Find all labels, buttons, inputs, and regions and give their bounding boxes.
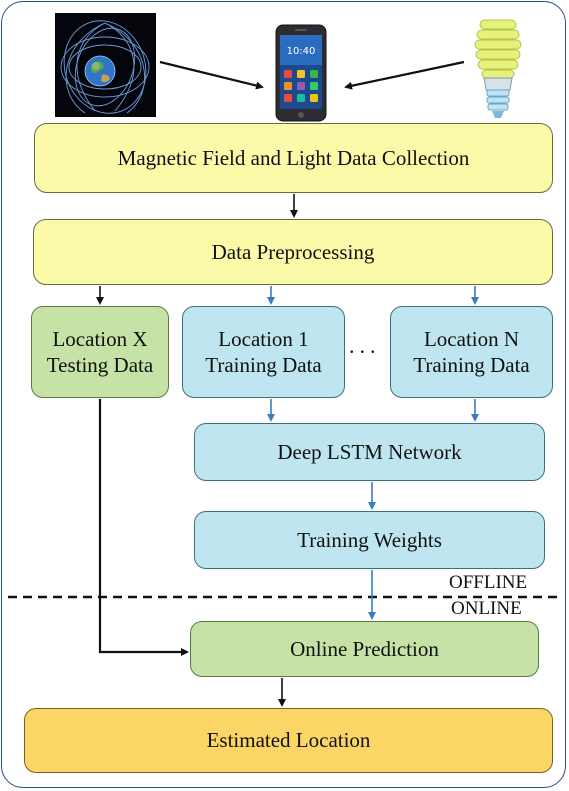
estimated-location-label: Estimated Location — [206, 728, 371, 753]
data-preprocessing-label: Data Preprocessing — [211, 239, 375, 264]
smartphone-icon: 10:40 — [275, 24, 327, 122]
online-prediction-box: Online Prediction — [190, 621, 539, 677]
data-collection-label: Magnetic Field and Light Data Collection — [117, 145, 470, 170]
data-preprocessing-box: Data Preprocessing — [33, 219, 553, 285]
data-collection-box: Magnetic Field and Light Data Collection — [34, 123, 553, 193]
training-data-n-box: Location N Training Data — [390, 306, 553, 398]
training-weights-box: Training Weights — [194, 511, 545, 569]
estimated-location-box: Estimated Location — [24, 708, 553, 773]
offline-label: OFFLINE — [449, 572, 528, 593]
deep-lstm-network-label: Deep LSTM Network — [277, 439, 462, 464]
training-data-1-label-line2: Training Data — [205, 353, 322, 377]
online-label: ONLINE — [451, 598, 522, 619]
phone-clock: 10:40 — [287, 46, 316, 57]
ellipsis: ... — [349, 333, 381, 358]
testing-data-label-line1: Location X — [52, 326, 148, 351]
earth-to-phone-arrow — [159, 60, 264, 90]
training-data-n-label-line1: Location N — [423, 326, 520, 351]
bulb-to-phone-arrow — [344, 60, 465, 90]
training-data-1-box: Location 1 Training Data — [182, 306, 345, 398]
testing-data-label-line2: Testing Data — [46, 353, 154, 377]
training-data-1-label-line1: Location 1 — [218, 326, 309, 351]
earth-magnetic-field-icon — [55, 13, 156, 117]
online-prediction-label: Online Prediction — [290, 636, 439, 661]
testing-to-prediction-arrow — [98, 399, 189, 656]
light-bulb-icon — [474, 19, 522, 118]
training-weights-label: Training Weights — [297, 527, 442, 552]
deep-lstm-network-box: Deep LSTM Network — [194, 423, 545, 481]
testing-data-box: Location X Testing Data — [31, 306, 169, 398]
training-data-n-label-line2: Training Data — [413, 353, 530, 377]
